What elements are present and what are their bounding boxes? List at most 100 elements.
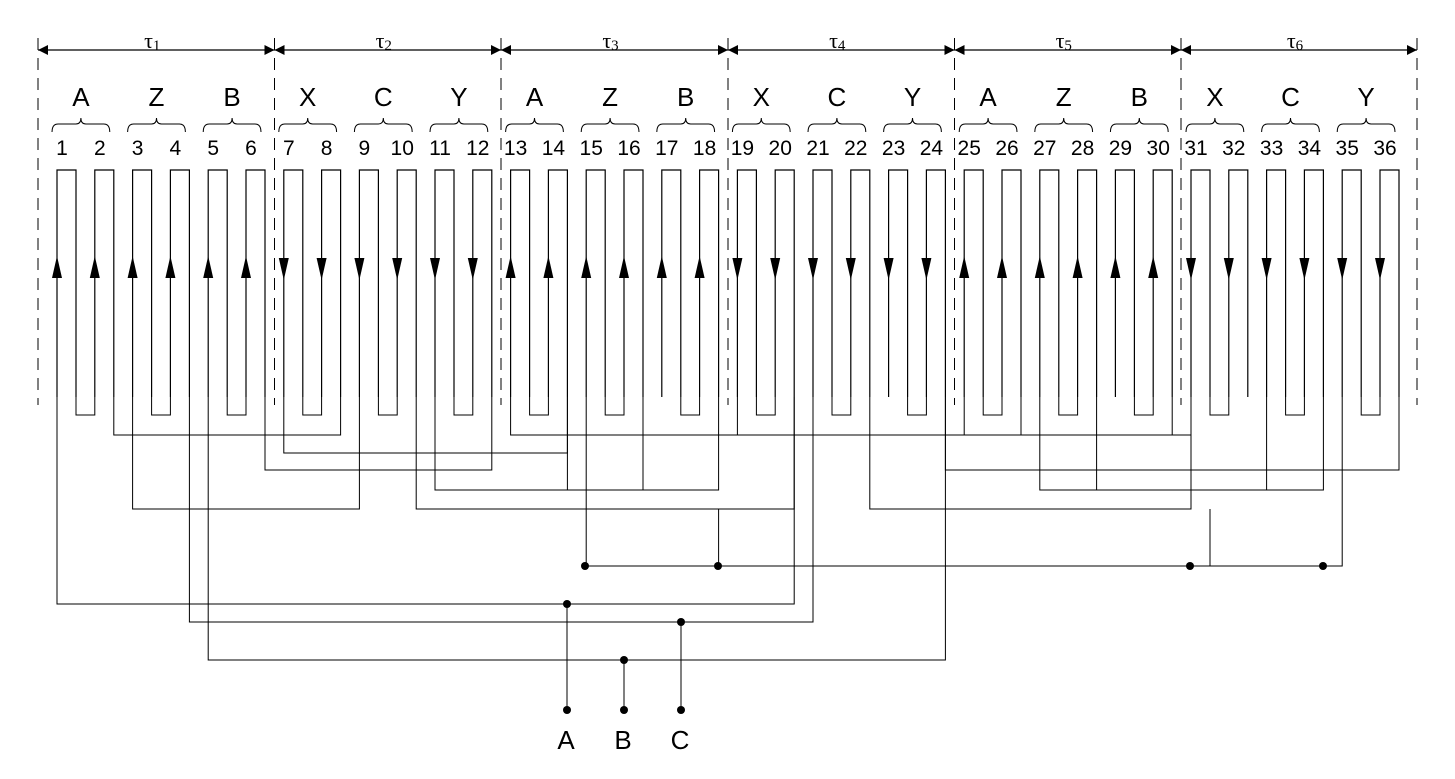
slot-coil [169,169,190,397]
slot-coil [850,169,871,397]
terminal-dot [563,706,571,714]
phase-group-label: C [1281,82,1300,112]
end-connection-wire [132,397,360,510]
slot-coil [510,169,531,397]
phase-group-label: X [299,82,316,112]
slot-number: 12 [466,137,489,160]
end-connection-wire [283,397,568,454]
coil-jumper [831,397,852,416]
terminal-label: A [557,725,575,755]
slot-coil [434,169,455,397]
phase-group-label: Z [1056,82,1072,112]
slot-number: 20 [769,137,792,160]
slot-coil [283,169,304,397]
phase-group-brace [580,117,640,133]
current-arrow-up [505,256,516,278]
phase-group-brace [1336,117,1396,133]
current-arrow-down [808,258,818,280]
phase-group-brace [1261,117,1320,133]
slot-coil [321,169,342,397]
pole-pitch-label: τ5 [1056,28,1072,54]
slot-number: 6 [245,137,257,160]
slot-coil [736,169,757,397]
phase-group-brace [1034,117,1094,133]
slot-number: 33 [1260,137,1283,160]
phase-group-label: B [677,82,694,112]
slot-coil [1266,169,1287,397]
end-connection-wire [1039,397,1268,491]
slot-coil [1379,169,1400,397]
current-arrow-down [467,258,478,280]
current-arrow-down [732,258,743,280]
slot-coil [245,169,266,397]
phase-group-label: B [1131,82,1148,112]
phase-group-label: Y [1357,82,1374,112]
current-arrow-up [1034,256,1045,278]
slot-number: 31 [1184,137,1207,160]
current-arrow-up [203,256,214,278]
current-arrow-up [959,256,970,278]
phase-a-lead [56,397,795,605]
coil-jumper [680,397,701,416]
slot-number: 8 [321,137,333,160]
slot-number: 13 [504,137,527,160]
slot-coil [925,169,946,397]
junction-dot [581,562,589,570]
end-connection-wire [566,397,644,491]
phase-group-label: X [1206,82,1223,112]
phase-group-label: B [223,82,240,112]
slot-number: 24 [920,137,944,160]
slot-number: 16 [617,137,640,160]
slot-number: 3 [132,137,144,160]
current-arrow-down [430,258,440,280]
junction-dot [1186,562,1194,570]
slot-number: 7 [283,137,295,160]
junction-dot [677,618,685,626]
slot-coil [1039,169,1060,397]
slot-number: 25 [958,137,981,160]
phase-group-label: A [979,82,997,112]
phase-group-brace [656,117,716,133]
current-arrow-up [656,256,667,278]
junction-dot [563,600,571,608]
slot-number: 9 [359,137,371,160]
coil-jumper [1360,397,1381,416]
slot-coil [1152,169,1173,397]
phase-group-brace [807,117,867,133]
phase-group-label: Y [904,82,921,112]
phase-group-brace [353,117,413,133]
slot-coil [396,169,417,397]
phase-group-label: A [526,82,544,112]
current-arrow-down [1337,258,1348,280]
slot-number: 28 [1071,137,1094,160]
end-connection-wire [113,397,342,436]
slot-number: 17 [655,137,678,160]
slot-number: 29 [1109,137,1132,160]
current-arrow-up [997,256,1007,278]
star-point-line [585,397,1343,567]
current-arrow-up [165,256,176,278]
phase-group-label: C [374,82,393,112]
coil-jumper [453,397,474,416]
slot-coil [1114,169,1135,397]
current-arrow-up [581,256,592,278]
terminal-label: B [614,725,631,755]
current-arrow-down [392,258,403,280]
phase-c-lead [188,397,814,623]
slot-coil [207,169,228,397]
coil-jumper [75,397,96,416]
phase-group-brace [1109,117,1169,133]
end-connection-wire [434,397,720,491]
current-arrow-down [1186,258,1196,280]
slot-number: 26 [995,137,1018,160]
slot-coil [1341,169,1362,397]
slot-coil [888,169,909,397]
phase-group-label: Y [450,82,467,112]
slot-coil [774,169,795,397]
phase-b-lead [207,397,946,661]
phase-group-brace [505,117,564,133]
coil-jumper [529,397,549,416]
pole-pitch-label: τ6 [1287,28,1304,54]
slot-coil [547,169,568,397]
